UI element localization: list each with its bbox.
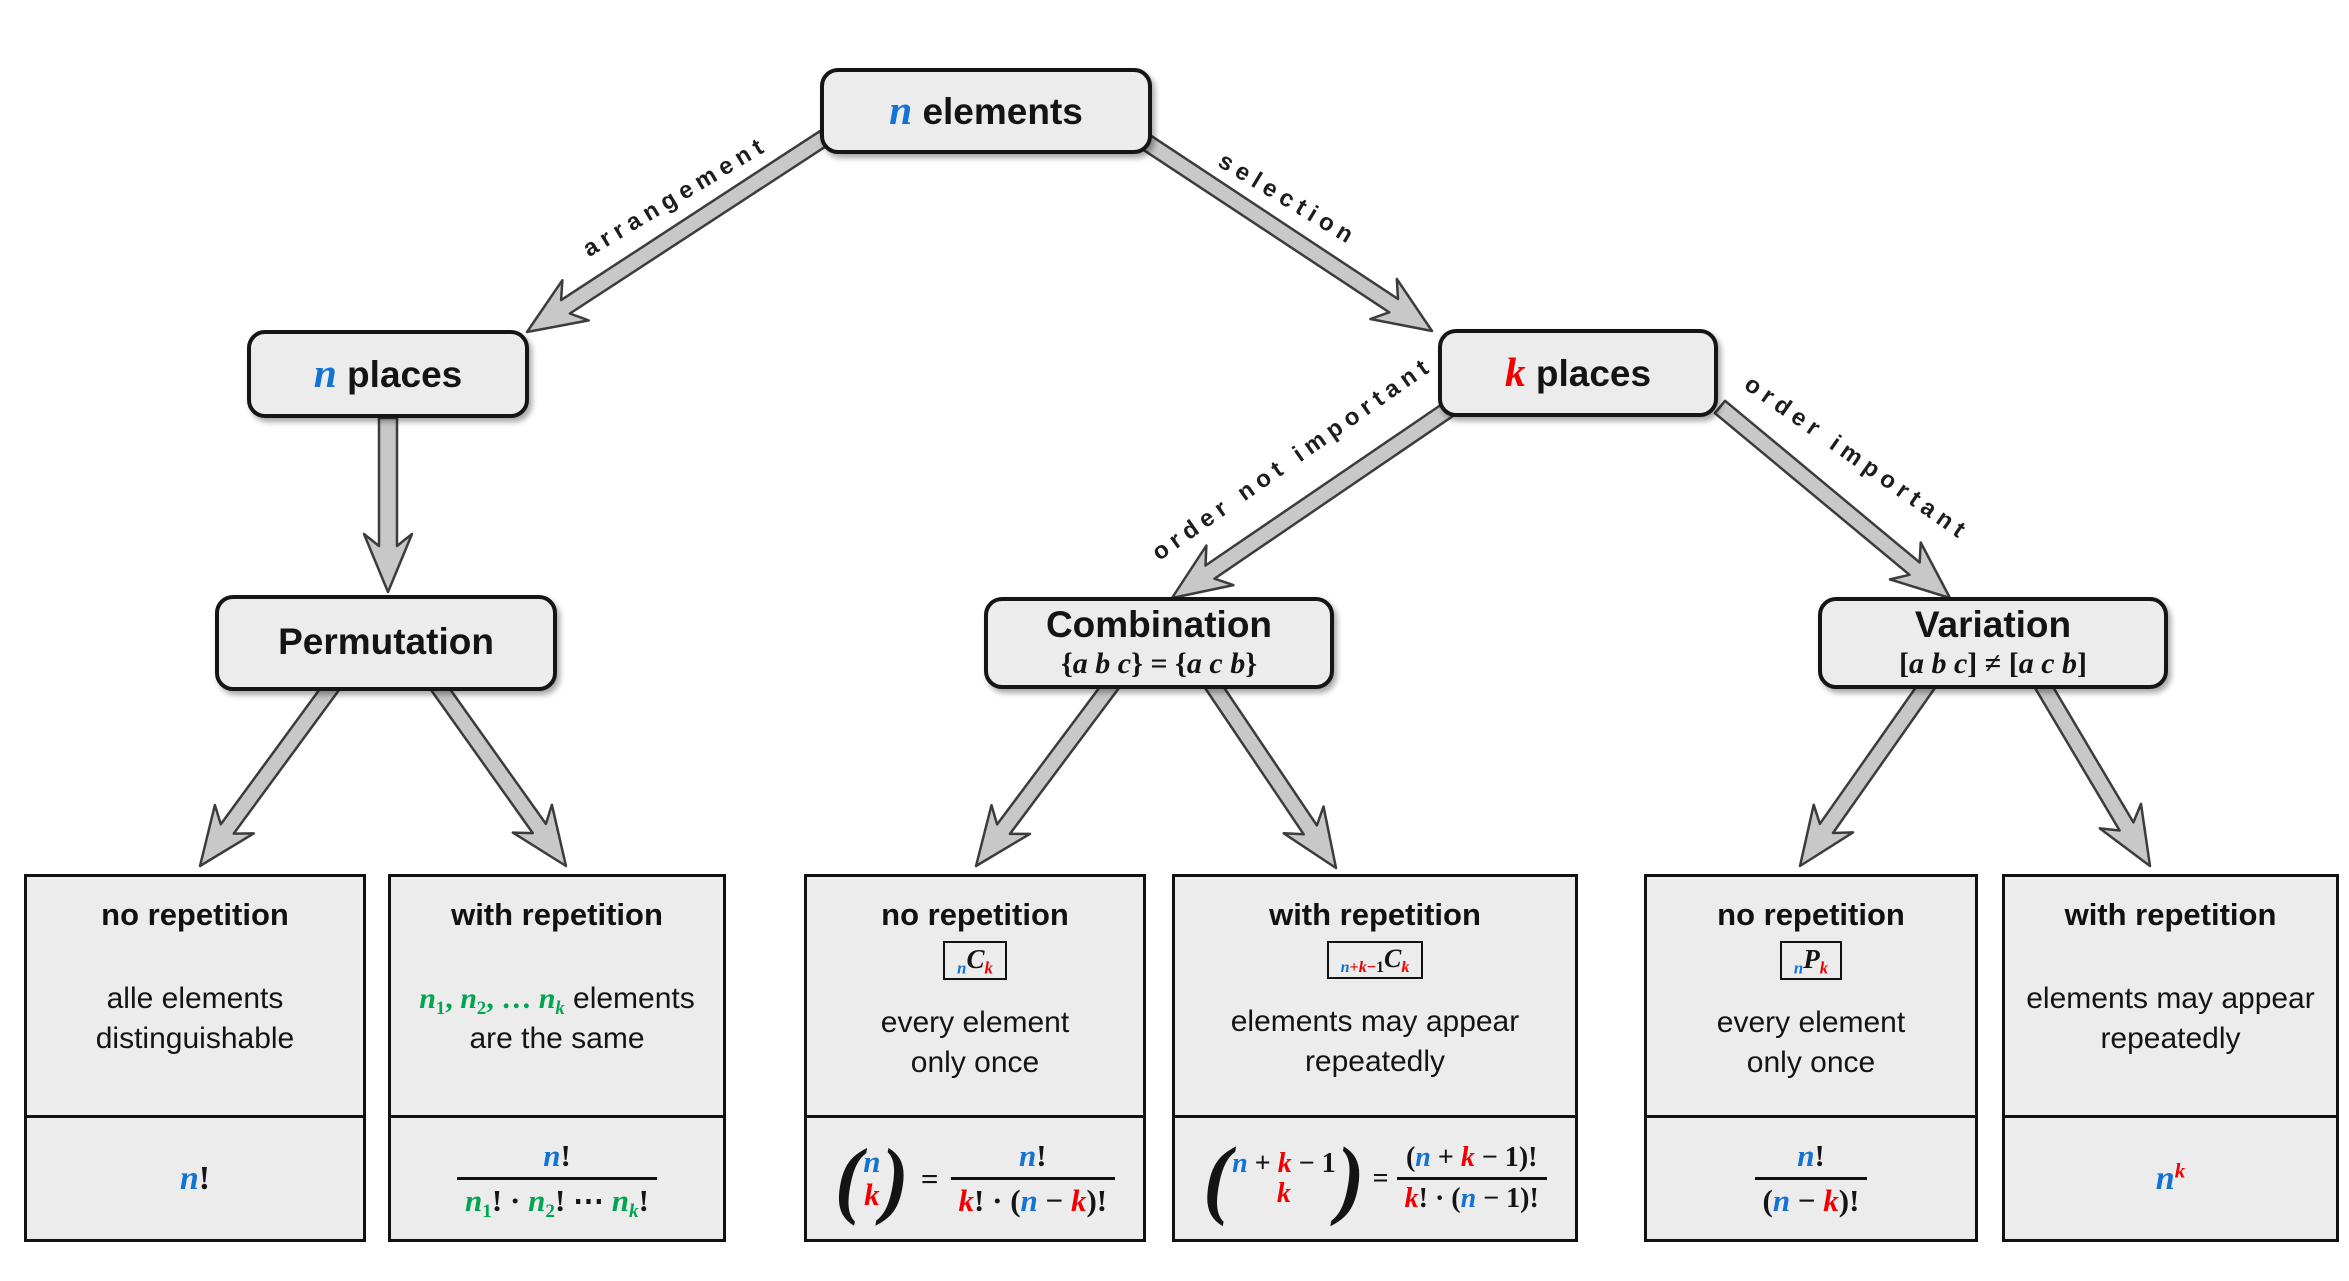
fraction-denominator: k! · (n − 1)! [1396, 1177, 1547, 1215]
badge-nPk: nPk [1779, 941, 1843, 980]
equals-sign: = [920, 1160, 939, 1196]
leaf-title: with repetition [451, 897, 663, 932]
arrow-connector [362, 416, 414, 594]
leaf-title: with repetition [2064, 897, 2277, 932]
leaf-description-section: with repetition n+k−1Ck elements may app… [1175, 877, 1575, 1118]
node-n-places: n places [247, 330, 529, 418]
leaf-variation-no-repetition: no repetition nPk every element only onc… [1644, 874, 1978, 1242]
arrow-connector [430, 680, 568, 868]
binomial: ( n + k − 1 k ) [1203, 1129, 1365, 1228]
binomial-top: n [863, 1144, 881, 1180]
fraction: n! n1! · n2! ⋯ nk! [457, 1138, 657, 1221]
leaf-description: every element only once [881, 980, 1069, 1115]
close-paren: ) [1336, 1129, 1365, 1228]
fraction-denominator: n1! · n2! ⋯ nk! [457, 1177, 657, 1221]
formula-expression: nk [2155, 1157, 2186, 1197]
arrow-connector [1134, 130, 1434, 333]
leaf-description: every element only once [1717, 980, 1905, 1115]
desc-line: repeatedly [1304, 1045, 1446, 1078]
desc-line: n1, n2, … nk elements [419, 982, 695, 1020]
fraction-numerator: n! [543, 1138, 571, 1174]
node-variation: Variation [a b c] ≠ [a c b] [1818, 597, 2168, 689]
leaf-permutation-no-repetition: no repetition alle elements distinguisha… [24, 874, 366, 1242]
fraction-numerator: n! [1797, 1138, 1825, 1174]
fraction-numerator: n! [1019, 1138, 1047, 1174]
formula-n-factorial: n! [27, 1118, 363, 1239]
arrow-connector [1170, 399, 1458, 600]
arrow-connector [1798, 678, 1936, 868]
node-combination: Combination {a b c} = {a c b} [984, 597, 1334, 689]
open-paren: ( [1203, 1129, 1232, 1228]
leaf-title: no repetition [1717, 897, 1905, 932]
leaf-description: alle elements distinguishable [96, 933, 294, 1115]
leaf-description: elements may appear repeatedly [1231, 979, 1520, 1115]
binomial-bottom: k [1276, 1177, 1291, 1209]
formula-expression: n! [179, 1159, 211, 1197]
leaf-description: n1, n2, … nk elements are the same [419, 933, 695, 1115]
desc-line: only once [1746, 1045, 1876, 1079]
formula-binomial-coefficient: ( n k ) = n! k! · (n − k)! [807, 1118, 1143, 1239]
node-subtitle: {a b c} = {a c b} [1060, 647, 1258, 681]
formula-n-power-k: nk [2005, 1118, 2336, 1239]
node-title: k places [1504, 349, 1652, 396]
node-title: Variation [1914, 603, 2072, 645]
fraction: n! k! · (n − k)! [950, 1138, 1116, 1219]
arrow-connector [974, 677, 1120, 868]
arrow-connector [2033, 678, 2152, 868]
desc-line: every element [1716, 1005, 1906, 1039]
leaf-combination-with-repetition: with repetition n+k−1Ck elements may app… [1172, 874, 1578, 1242]
fraction: (n + k − 1)! k! · (n − 1)! [1396, 1141, 1547, 1215]
desc-line: only once [910, 1045, 1040, 1079]
leaf-description: elements may appear repeatedly [2026, 933, 2315, 1115]
node-title: Permutation [278, 621, 494, 663]
desc-line: distinguishable [95, 1022, 295, 1055]
desc-line: every element [880, 1005, 1070, 1039]
binomial-stack: n k [863, 1146, 880, 1210]
leaf-description-section: no repetition alle elements distinguisha… [27, 877, 363, 1118]
desc-line: elements may appear [1230, 1005, 1520, 1039]
leaf-title: no repetition [101, 897, 289, 932]
fraction-denominator: (n − k)! [1754, 1177, 1868, 1219]
leaf-title: with repetition [1269, 897, 1481, 932]
leaf-description-section: with repetition n1, n2, … nk elements ar… [391, 877, 723, 1118]
equals-sign: = [1372, 1162, 1389, 1194]
leaf-combination-no-repetition: no repetition nCk every element only onc… [804, 874, 1146, 1242]
close-paren: ) [881, 1130, 909, 1226]
leaf-description-section: with repetition elements may appear repe… [2005, 877, 2336, 1118]
binomial-stack: n + k − 1 k [1232, 1149, 1336, 1207]
leaf-description-section: no repetition nCk every element only onc… [807, 877, 1143, 1118]
formula-multiset-permutation: n! n1! · n2! ⋯ nk! [391, 1118, 723, 1239]
binomial-top: n + k − 1 [1232, 1148, 1336, 1180]
node-title: n places [313, 350, 463, 397]
arrow-connector [198, 680, 340, 868]
desc-line: elements may appear [2026, 982, 2315, 1016]
badge-n-plus-k-minus-1-Ck: n+k−1Ck [1326, 941, 1424, 979]
binomial-bottom: k [864, 1176, 880, 1212]
binomial: ( n k ) [834, 1130, 909, 1226]
desc-line: repeatedly [2100, 1022, 2241, 1055]
arrow-connector [1713, 399, 1952, 600]
desc-line: alle elements [106, 982, 284, 1016]
fraction-numerator: (n + k − 1)! [1405, 1141, 1538, 1173]
leaf-title: no repetition [881, 897, 1069, 932]
arrow-connector [525, 130, 830, 334]
formula-k-permutation: n! (n − k)! [1647, 1118, 1975, 1239]
node-subtitle: [a b c] ≠ [a c b] [1898, 647, 2088, 681]
fraction: n! (n − k)! [1754, 1138, 1868, 1219]
node-n-elements: n elements [820, 68, 1152, 154]
node-title: Combination [1045, 603, 1273, 645]
open-paren: ( [834, 1130, 863, 1226]
arrow-connector [1204, 678, 1338, 870]
node-permutation: Permutation [215, 595, 557, 691]
leaf-variation-with-repetition: with repetition elements may appear repe… [2002, 874, 2339, 1242]
node-title: n elements [889, 87, 1083, 134]
node-k-places: k places [1438, 329, 1718, 417]
leaf-permutation-with-repetition: with repetition n1, n2, … nk elements ar… [388, 874, 726, 1242]
fraction-denominator: k! · (n − k)! [950, 1177, 1116, 1219]
leaf-description-section: no repetition nPk every element only onc… [1647, 877, 1975, 1118]
badge-nCk: nCk [943, 941, 1007, 980]
formula-multiset-coefficient: ( n + k − 1 k ) = (n + k − 1)! k! · (n −… [1175, 1118, 1575, 1239]
desc-line: are the same [469, 1022, 645, 1055]
